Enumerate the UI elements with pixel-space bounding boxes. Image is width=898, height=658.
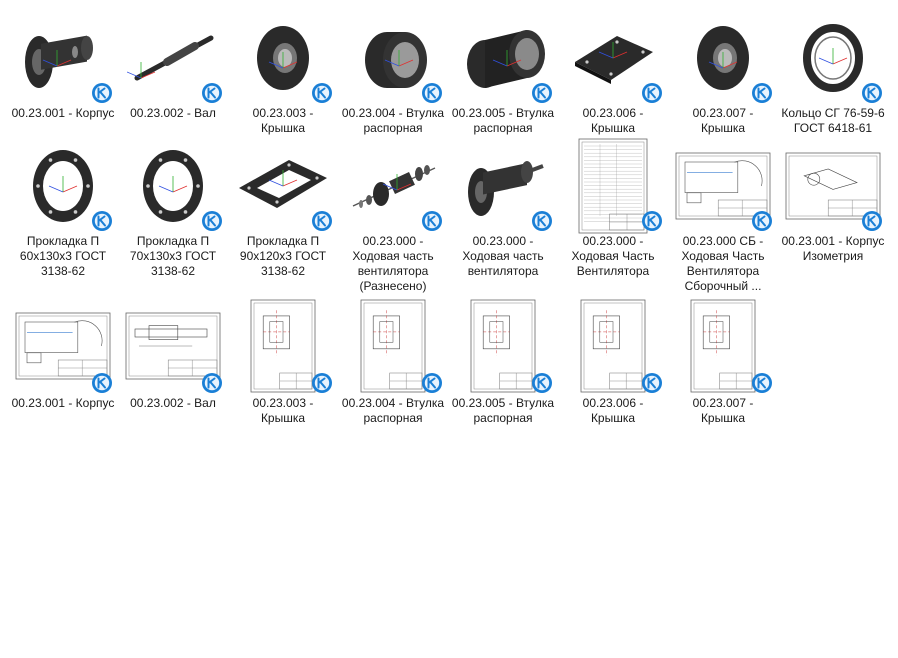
- file-name: 00.23.001 - Корпус: [11, 396, 115, 410]
- file-thumbnail: [125, 298, 222, 394]
- kompas-drawing-icon: [532, 373, 552, 393]
- file-name: 00.23.004 - Втулка распорная: [341, 106, 445, 135]
- file-thumbnail: [125, 140, 222, 232]
- file-thumbnail: [675, 140, 772, 232]
- file-item[interactable]: 00.23.007 - Крышка: [668, 12, 778, 136]
- file-item[interactable]: 00.23.000 СБ - Ходовая Часть Вентилятора…: [668, 140, 778, 294]
- file-name: 00.23.006 - Крышка: [582, 106, 644, 135]
- file-thumbnail: [235, 298, 332, 394]
- file-name: 00.23.002 - Вал: [130, 396, 216, 410]
- file-thumbnail: [455, 298, 552, 394]
- file-item[interactable]: 00.23.006 - Крышка: [558, 298, 668, 426]
- file-thumbnail: [675, 298, 772, 394]
- file-name: Прокладка П 60x130x3 ГОСТ 3138-62: [19, 234, 107, 278]
- kompas-part-icon: [202, 211, 222, 231]
- kompas-part-icon: [92, 83, 112, 103]
- kompas-part-icon: [92, 211, 112, 231]
- file-name: 00.23.000 - Ходовая часть вентилятора (Р…: [352, 234, 434, 293]
- file-item[interactable]: 00.23.001 - Корпус: [8, 12, 118, 136]
- file-item[interactable]: Прокладка П 70x130x3 ГОСТ 3138-62: [118, 140, 228, 294]
- kompas-part-icon: [862, 83, 882, 103]
- kompas-drawing-icon: [752, 373, 772, 393]
- kompas-part-icon: [752, 83, 772, 103]
- file-thumbnail: [15, 298, 112, 394]
- kompas-spec-icon: [642, 211, 662, 231]
- file-item[interactable]: Кольцо СГ 76-59-6 ГОСТ 6418-61: [778, 12, 888, 136]
- file-thumbnail: [15, 140, 112, 232]
- file-item[interactable]: 00.23.001 - Корпус Изометрия: [778, 140, 888, 294]
- file-item[interactable]: 00.23.000 - Ходовая часть вентилятора (Р…: [338, 140, 448, 294]
- file-name: 00.23.005 - Втулка распорная: [451, 396, 555, 425]
- file-name: 00.23.007 - Крышка: [692, 106, 754, 135]
- file-item[interactable]: 00.23.000 - Ходовая Часть Вентилятора: [558, 138, 668, 294]
- file-thumbnail: [455, 140, 552, 232]
- file-thumbnail: [785, 12, 882, 104]
- file-thumbnail: [785, 140, 882, 232]
- file-item[interactable]: 00.23.005 - Втулка распорная: [448, 12, 558, 136]
- kompas-drawing-icon: [862, 211, 882, 231]
- file-grid: 00.23.001 - Корпус 00.23.002 - Вал 00.23…: [8, 12, 892, 426]
- file-name: 00.23.004 - Втулка распорная: [341, 396, 445, 425]
- file-name: 00.23.002 - Вал: [130, 106, 216, 120]
- file-item[interactable]: Прокладка П 90x120x3 ГОСТ 3138-62: [228, 140, 338, 294]
- file-item[interactable]: 00.23.006 - Крышка: [558, 12, 668, 136]
- file-thumbnail: [675, 12, 772, 104]
- file-name: 00.23.005 - Втулка распорная: [451, 106, 555, 135]
- kompas-assembly-icon: [422, 211, 442, 231]
- file-item[interactable]: 00.23.001 - Корпус: [8, 298, 118, 426]
- file-name: 00.23.000 - Ходовая часть вентилятора: [462, 234, 544, 278]
- file-name: 00.23.001 - Корпус Изометрия: [781, 234, 885, 263]
- file-thumbnail: [565, 138, 662, 234]
- file-item[interactable]: 00.23.002 - Вал: [118, 12, 228, 136]
- kompas-part-icon: [312, 211, 332, 231]
- file-name: Кольцо СГ 76-59-6 ГОСТ 6418-61: [781, 106, 885, 135]
- kompas-part-icon: [642, 83, 662, 103]
- file-name: 00.23.003 - Крышка: [252, 106, 314, 135]
- file-name: 00.23.007 - Крышка: [692, 396, 754, 425]
- file-name: Прокладка П 90x120x3 ГОСТ 3138-62: [239, 234, 327, 278]
- kompas-drawing-icon: [422, 373, 442, 393]
- file-name: 00.23.000 - Ходовая Часть Вентилятора: [571, 234, 655, 278]
- kompas-drawing-icon: [202, 373, 222, 393]
- file-item[interactable]: 00.23.007 - Крышка: [668, 298, 778, 426]
- file-item[interactable]: 00.23.005 - Втулка распорная: [448, 298, 558, 426]
- kompas-part-icon: [532, 83, 552, 103]
- file-item[interactable]: Прокладка П 60x130x3 ГОСТ 3138-62: [8, 140, 118, 294]
- kompas-drawing-icon: [642, 373, 662, 393]
- file-name: Прокладка П 70x130x3 ГОСТ 3138-62: [129, 234, 217, 278]
- file-thumbnail: [15, 12, 112, 104]
- file-thumbnail: [565, 12, 662, 104]
- file-thumbnail: [235, 140, 332, 232]
- file-thumbnail: [125, 12, 222, 104]
- file-thumbnail: [565, 298, 662, 394]
- kompas-assembly-icon: [532, 211, 552, 231]
- file-thumbnail: [235, 12, 332, 104]
- file-name: 00.23.001 - Корпус: [11, 106, 115, 120]
- file-item[interactable]: 00.23.002 - Вал: [118, 298, 228, 426]
- file-item[interactable]: 00.23.004 - Втулка распорная: [338, 298, 448, 426]
- kompas-drawing-icon: [752, 211, 772, 231]
- file-thumbnail: [345, 140, 442, 232]
- file-item[interactable]: 00.23.003 - Крышка: [228, 12, 338, 136]
- file-thumbnail: [345, 12, 442, 104]
- file-name: 00.23.006 - Крышка: [582, 396, 644, 425]
- kompas-drawing-icon: [92, 373, 112, 393]
- file-item[interactable]: 00.23.003 - Крышка: [228, 298, 338, 426]
- file-item[interactable]: 00.23.000 - Ходовая часть вентилятора: [448, 140, 558, 294]
- file-thumbnail: [345, 298, 442, 394]
- kompas-part-icon: [202, 83, 222, 103]
- file-name: 00.23.003 - Крышка: [252, 396, 314, 425]
- kompas-part-icon: [422, 83, 442, 103]
- file-item[interactable]: 00.23.004 - Втулка распорная: [338, 12, 448, 136]
- kompas-part-icon: [312, 83, 332, 103]
- file-thumbnail: [455, 12, 552, 104]
- kompas-drawing-icon: [312, 373, 332, 393]
- file-name: 00.23.000 СБ - Ходовая Часть Вентилятора…: [681, 234, 765, 293]
